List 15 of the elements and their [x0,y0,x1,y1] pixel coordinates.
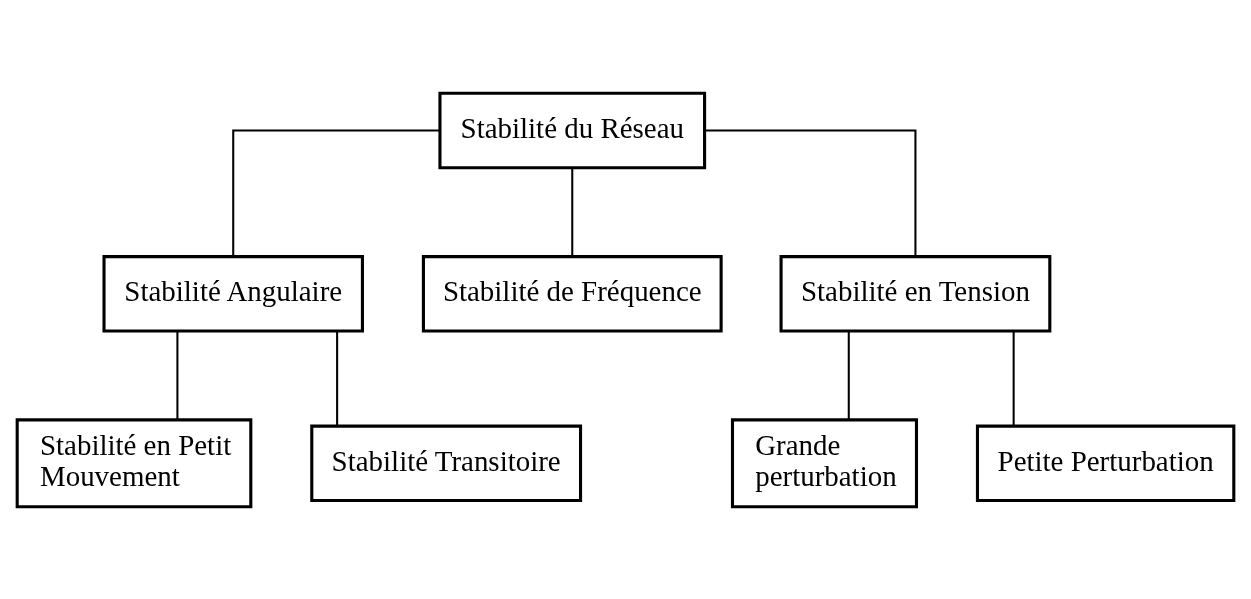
connector [847,330,850,420]
node-box: Stabilité Angulaire [102,254,364,333]
connector [704,128,917,256]
connector [1012,330,1015,426]
node-box: Stabilité en Petit Mouvement [15,417,253,508]
node-box: Stabilité du Réseau [438,91,707,169]
connector [336,330,339,426]
connector [176,330,179,420]
connector [571,167,574,256]
node-box: Petite Perturbation [975,424,1236,502]
node-box: Grande perturbation [730,417,918,508]
connector [232,128,440,256]
node-box: Stabilité Transitoire [310,424,583,502]
node-box: Stabilité de Fréquence [421,254,723,333]
node-box: Stabilité en Tension [779,254,1052,333]
